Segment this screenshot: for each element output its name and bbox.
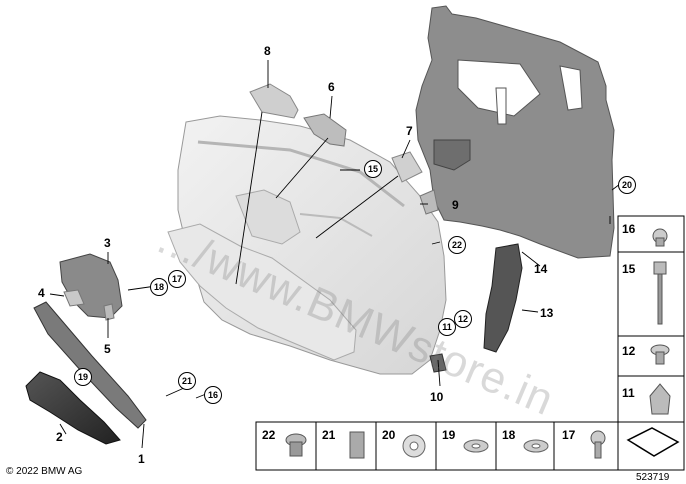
part-4-cover — [63, 289, 85, 307]
callout-14: 14 — [534, 262, 548, 276]
circled-callout-18: 18 — [150, 278, 168, 296]
circled-callout-22: 22 — [448, 236, 466, 254]
bottom-legend-17: 17 — [562, 428, 576, 442]
circled-callout-16: 16 — [204, 386, 222, 404]
panel-crease — [299, 213, 373, 237]
part-1-trim-strip — [33, 301, 147, 429]
pad-cutout-slot — [495, 87, 507, 125]
side-legend-12: 12 — [622, 344, 636, 358]
side-legend-16: 16 — [622, 222, 636, 236]
callout-3: 3 — [104, 236, 111, 250]
circled-callout-21: 21 — [178, 372, 196, 390]
side-legend-fasteners — [649, 228, 671, 415]
leader-lines — [49, 60, 621, 449]
side-legend-grid — [617, 215, 685, 423]
side-legend-11: 11 — [622, 386, 635, 400]
circled-callout-15: 15 — [364, 160, 382, 178]
bottom-legend-22: 22 — [262, 428, 276, 442]
circled-callout-19: 19 — [74, 368, 92, 386]
part-5-clip — [103, 303, 115, 321]
callout-5: 5 — [104, 342, 111, 356]
copyright-text: © 2022 BMW AG — [6, 466, 83, 477]
door-handle-recess — [235, 189, 301, 245]
part-9-clip — [419, 189, 439, 215]
callout-4: 4 — [38, 286, 45, 300]
callout-7: 7 — [406, 124, 413, 138]
pad-cutout-lower — [433, 139, 471, 171]
bottom-legend-fasteners — [285, 427, 680, 459]
armrest — [167, 223, 357, 361]
pad-cutout-right — [559, 65, 583, 111]
part-8-mirror-cover — [249, 83, 299, 119]
bottom-legend-21: 21 — [322, 428, 336, 442]
callout-8: 8 — [264, 44, 271, 58]
callout-9: 9 — [452, 198, 459, 212]
bottom-legend-20: 20 — [382, 428, 396, 442]
panel-upper-trim — [197, 140, 405, 208]
sound-insulation-pad — [415, 5, 615, 259]
callout-6: 6 — [328, 80, 335, 94]
side-legend-15: 15 — [622, 262, 636, 276]
part-6-bracket — [303, 113, 347, 147]
circled-callout-20: 20 — [618, 176, 636, 194]
callout-10: 10 — [430, 390, 444, 404]
callout-1: 1 — [138, 452, 145, 466]
circled-callout-17: 17 — [168, 270, 186, 288]
callout-13: 13 — [540, 306, 554, 320]
part-13-bracket — [483, 243, 523, 353]
bottom-legend-18: 18 — [502, 428, 516, 442]
diagram-number: 523719 — [636, 472, 670, 483]
circled-callout-11: 11 — [438, 318, 456, 336]
callout-2: 2 — [56, 430, 63, 444]
bottom-legend-19: 19 — [442, 428, 456, 442]
part-2-trim-strip — [25, 371, 121, 445]
circled-callout-12: 12 — [454, 310, 472, 328]
